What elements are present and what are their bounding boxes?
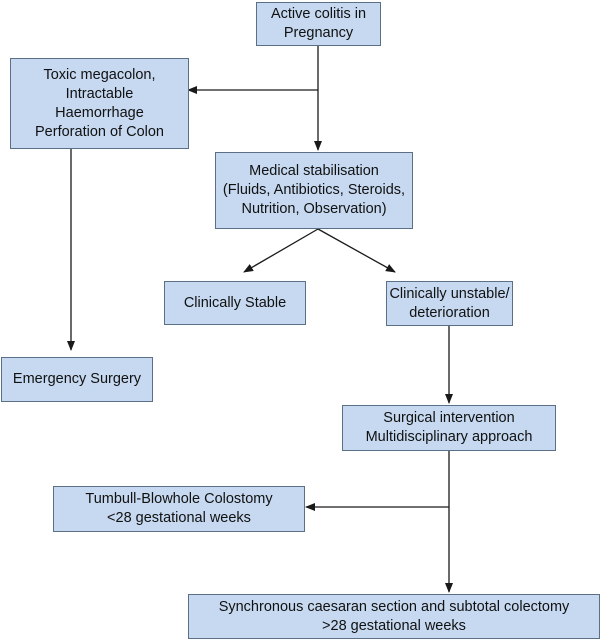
arrow-to-clinically-unstable <box>317 228 396 273</box>
node-emergency-surgery: Emergency Surgery <box>1 357 153 402</box>
node-surgical-intervention: Surgical intervention Multidisciplinary … <box>342 405 556 451</box>
node-active-colitis: Active colitis in Pregnancy <box>256 2 381 46</box>
node-toxic-megacolon: Toxic megacolon, Intractable Haemorrhage… <box>10 58 189 149</box>
arrow-to-clinically-stable <box>243 228 319 273</box>
node-turnbull-colostomy: Tumbull-Blowhole Colostomy <28 gestation… <box>53 486 305 532</box>
node-clinically-unstable: Clinically unstable/ deterioration <box>386 281 513 326</box>
node-synchronous-caesarean: Synchronous caesaran section and subtota… <box>188 594 600 639</box>
node-medical-stabilisation: Medical stabilisation (Fluids, Antibioti… <box>215 152 413 229</box>
node-clinically-stable: Clinically Stable <box>164 281 306 325</box>
